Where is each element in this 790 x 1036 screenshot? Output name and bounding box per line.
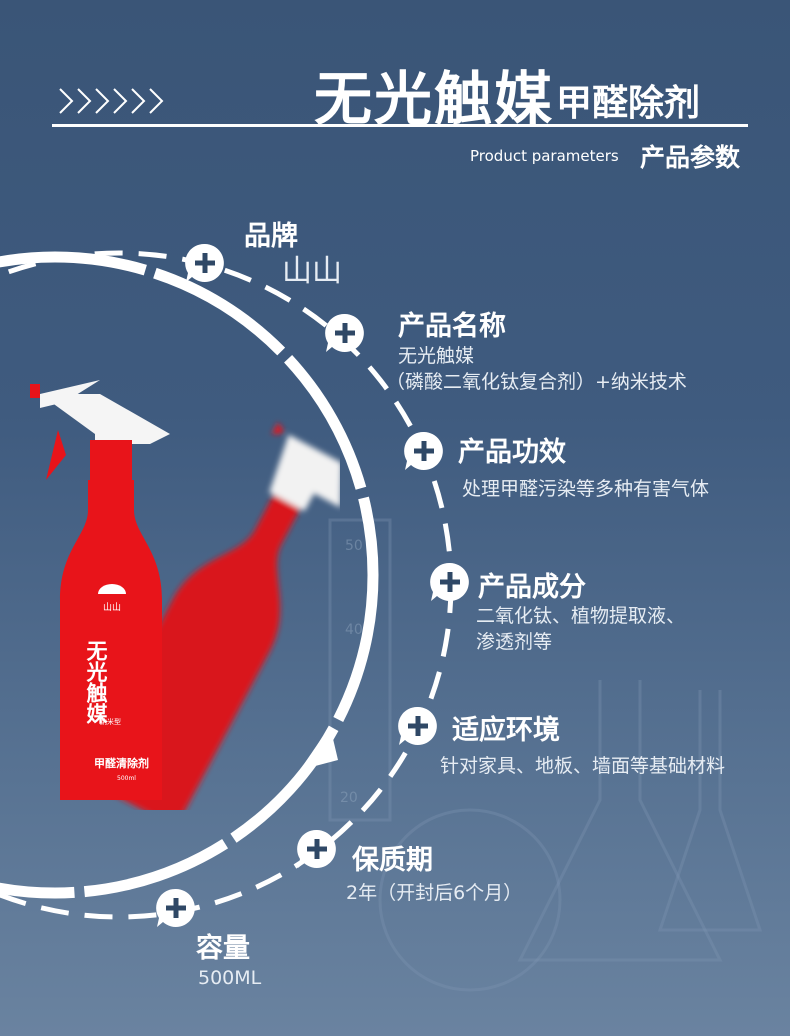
plus-icon (155, 887, 197, 929)
plus-icon (403, 430, 445, 472)
arc-arrow-icon (300, 726, 338, 770)
bottle-volume: 500ml (117, 775, 136, 782)
svg-text:20: 20 (340, 790, 358, 806)
param-value-brand: 山山 (282, 254, 342, 289)
svg-text:50: 50 (345, 538, 363, 554)
plus-icon (397, 705, 439, 747)
front-bottle: 山山 无光触媒 纳米型 甲醛清除剂 500ml (30, 380, 170, 800)
title-divider (52, 124, 748, 127)
param-label-effect: 产品功效 (458, 437, 566, 468)
svg-text:40: 40 (345, 622, 363, 638)
param-value-shelf-life: 2年（开封后6个月） (346, 882, 523, 904)
chevrons-icon (59, 88, 164, 114)
plus-icon (324, 312, 366, 354)
plus-icon (429, 561, 471, 603)
param-value-capacity: 500ML (198, 967, 262, 989)
bottle-product: 甲醛清除剂 (94, 756, 149, 770)
product-bottles-image: 山山 无光触媒 纳米型 甲醛清除剂 500ml (30, 380, 340, 810)
param-label-brand: 品牌 (244, 221, 298, 252)
page-title: 无光触媒 (314, 65, 555, 133)
bottle-type: 纳米型 (100, 717, 121, 726)
param-label-shelf-life: 保质期 (352, 845, 433, 876)
param-label-environment: 适应环境 (452, 715, 560, 746)
param-value-name-1: 无光触媒 (398, 345, 475, 367)
param-value-ingredients-2: 渗透剂等 (476, 631, 553, 653)
plus-icon (296, 828, 338, 870)
param-label-name: 产品名称 (398, 311, 506, 342)
solid-arc (0, 251, 379, 899)
param-value-name-2: （磷酸二氧化钛复合剂）+纳米技术 (386, 371, 687, 393)
param-value-environment: 针对家具、地板、墙面等基础材料 (440, 755, 726, 777)
section-title-cn: 产品参数 (640, 143, 741, 172)
bottle-name: 无光触媒 (84, 640, 109, 725)
param-value-effect: 处理甲醛污染等多种有害气体 (462, 478, 710, 500)
plus-icon (184, 242, 226, 284)
param-label-capacity: 容量 (196, 933, 250, 964)
page-subtitle: 甲醛除剂 (556, 83, 701, 124)
param-value-ingredients-1: 二氧化钛、植物提取液、 (476, 605, 686, 627)
bottle-brand: 山山 (103, 602, 121, 613)
param-label-ingredients: 产品成分 (478, 572, 586, 603)
section-title-en: Product parameters (470, 147, 619, 165)
